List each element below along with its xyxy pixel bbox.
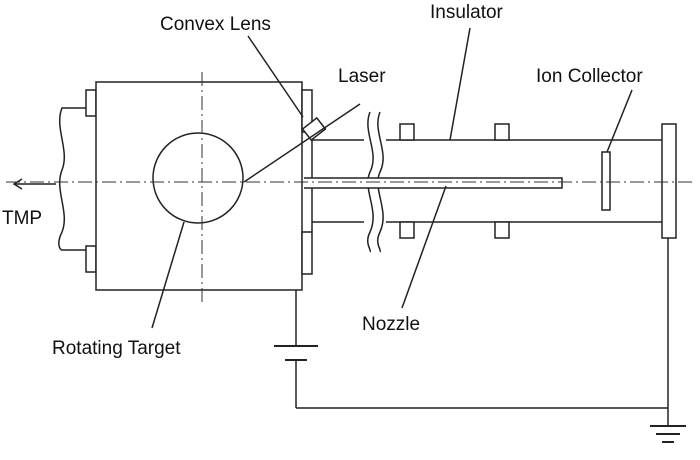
label-ion-collector: Ion Collector xyxy=(536,66,643,87)
convex-lens-leader xyxy=(247,35,304,118)
tube-flanges xyxy=(399,123,510,239)
battery-symbol xyxy=(274,345,318,361)
nozzle xyxy=(304,177,563,189)
tmp-pipe xyxy=(58,89,97,273)
circuit-wires xyxy=(295,238,669,426)
nozzle-leader xyxy=(401,185,447,309)
label-laser: Laser xyxy=(338,66,386,87)
insulator-tube xyxy=(386,139,662,223)
label-nozzle: Nozzle xyxy=(362,314,420,335)
rotating-target-leader xyxy=(151,221,185,329)
ion-collector-leader xyxy=(606,89,633,153)
break-marks xyxy=(367,111,384,253)
ground-symbol xyxy=(650,425,686,443)
label-rotating-target: Rotating Target xyxy=(52,338,181,359)
label-convex-lens: Convex Lens xyxy=(160,14,271,35)
ion-collector-plate xyxy=(601,151,611,211)
rotating-target xyxy=(152,132,244,224)
tmp-arrow xyxy=(12,178,56,190)
end-flange xyxy=(661,123,677,239)
convex-lens xyxy=(301,116,327,142)
tube-left-segment xyxy=(312,139,364,223)
label-tmp: TMP xyxy=(2,208,42,229)
label-insulator: Insulator xyxy=(430,2,504,23)
insulator-leader xyxy=(449,27,471,141)
laser-beam xyxy=(243,103,361,183)
